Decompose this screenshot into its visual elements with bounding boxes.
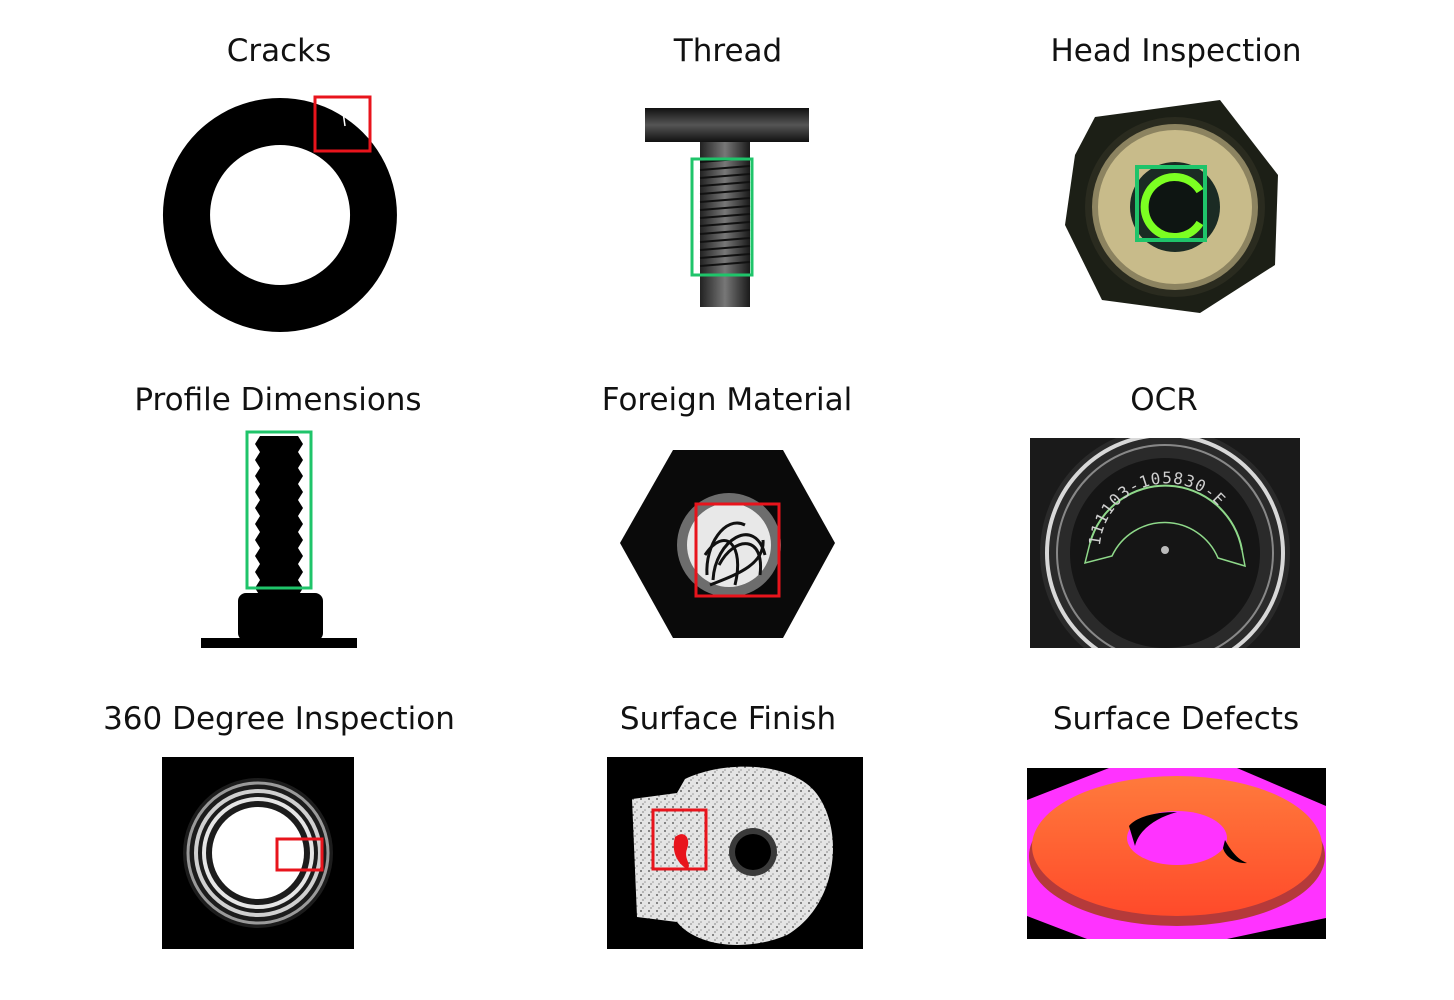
caption-foreign-material: Foreign Material: [601, 382, 853, 418]
image-thread: [640, 100, 820, 315]
image-head-inspection: [1060, 95, 1290, 320]
image-360-degree-inspection: [162, 757, 354, 949]
image-foreign-material: [615, 445, 840, 645]
inspection-box: [245, 430, 313, 590]
image-profile-dimensions: [198, 428, 360, 653]
defect-box: [651, 808, 708, 871]
caption-profile-dimensions: Profile Dimensions: [134, 382, 422, 418]
caption-head-inspection: Head Inspection: [1050, 33, 1302, 69]
image-surface-defects: [1027, 768, 1326, 939]
defect-box: [313, 95, 372, 153]
caption-ocr: OCR: [1130, 382, 1198, 418]
caption-surface-finish: Surface Finish: [619, 701, 837, 737]
image-surface-finish: [607, 757, 863, 949]
caption-thread: Thread: [673, 33, 783, 69]
inspection-box: [1135, 165, 1207, 242]
caption-cracks: Cracks: [226, 33, 332, 69]
caption-360-degree-inspection: 360 Degree Inspection: [103, 701, 455, 737]
image-cracks: [155, 90, 405, 340]
inspection-box: [690, 157, 754, 277]
defect-box: [694, 502, 781, 598]
defect-box: [275, 837, 324, 872]
caption-surface-defects: Surface Defects: [1052, 701, 1300, 737]
image-ocr: 111103-105830-E: [1030, 438, 1300, 648]
